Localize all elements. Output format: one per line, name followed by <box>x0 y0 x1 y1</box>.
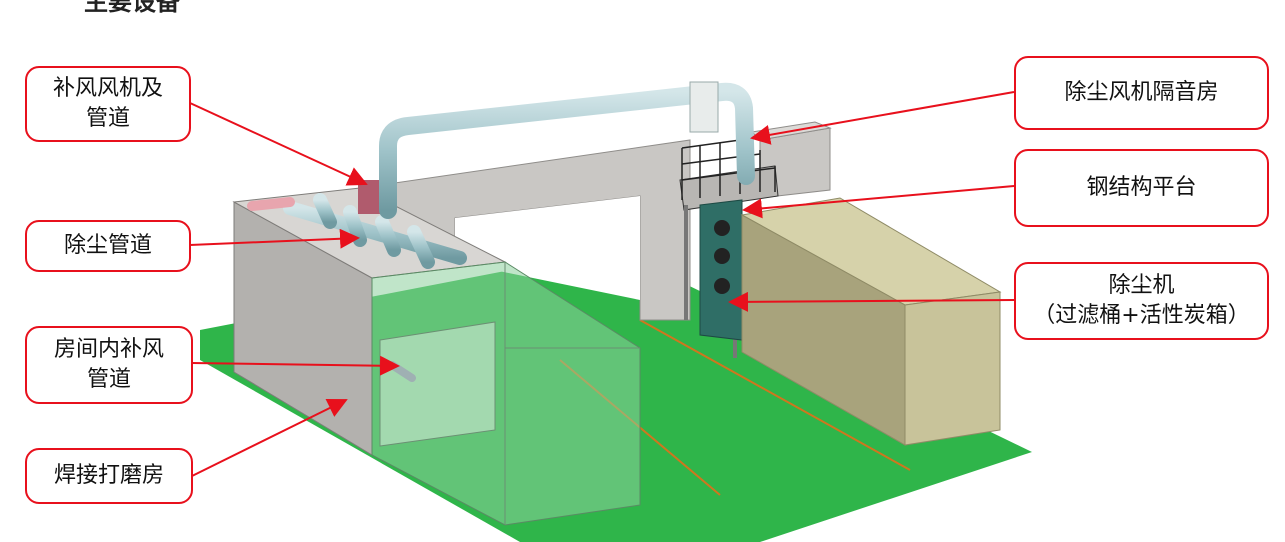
back-wall-opening <box>455 196 640 300</box>
callout-line: 管道 <box>86 367 131 392</box>
callout-arrows <box>189 91 1015 477</box>
callout-fan-soundproof-room: 除尘风机隔音房 <box>1014 56 1269 130</box>
callout-welding-room: 焊接打磨房 <box>25 448 193 504</box>
welding-room-window <box>379 321 496 447</box>
page-heading: 主要设备 <box>84 0 180 16</box>
filter-cartridge <box>714 278 730 294</box>
filter-cartridge <box>714 248 730 264</box>
callout-line: 房间内补风 <box>53 337 164 362</box>
supply-fan-box <box>358 180 380 214</box>
callout-line: 管道 <box>85 106 130 131</box>
callout-dust-collector: 除尘机 （过滤桶+活性炭箱） <box>1014 262 1269 340</box>
callout-line: 除尘管道 <box>63 233 152 258</box>
filter-cartridge <box>714 220 730 236</box>
callout-dust-duct: 除尘管道 <box>25 220 191 272</box>
exhaust-stack <box>689 81 719 133</box>
roof-pink-pipe <box>247 197 295 211</box>
callout-line: 除尘风机隔音房 <box>1064 80 1219 105</box>
callout-line: 补风风机及 <box>52 76 163 101</box>
container-front <box>904 291 1001 446</box>
callout-line: 钢结构平台 <box>1086 175 1197 200</box>
callout-steel-platform: 钢结构平台 <box>1014 149 1269 227</box>
callout-line: 除尘机 <box>1108 273 1175 298</box>
callout-room-supply-duct: 房间内补风管道 <box>25 326 193 404</box>
floor-guide-line <box>639 319 911 471</box>
callout-line: （过滤桶+活性炭箱） <box>1033 303 1250 328</box>
main-overhead-duct <box>379 82 755 219</box>
callout-supply-fan-and-duct: 补风风机及管道 <box>25 66 191 142</box>
callout-line: 焊接打磨房 <box>53 463 164 488</box>
